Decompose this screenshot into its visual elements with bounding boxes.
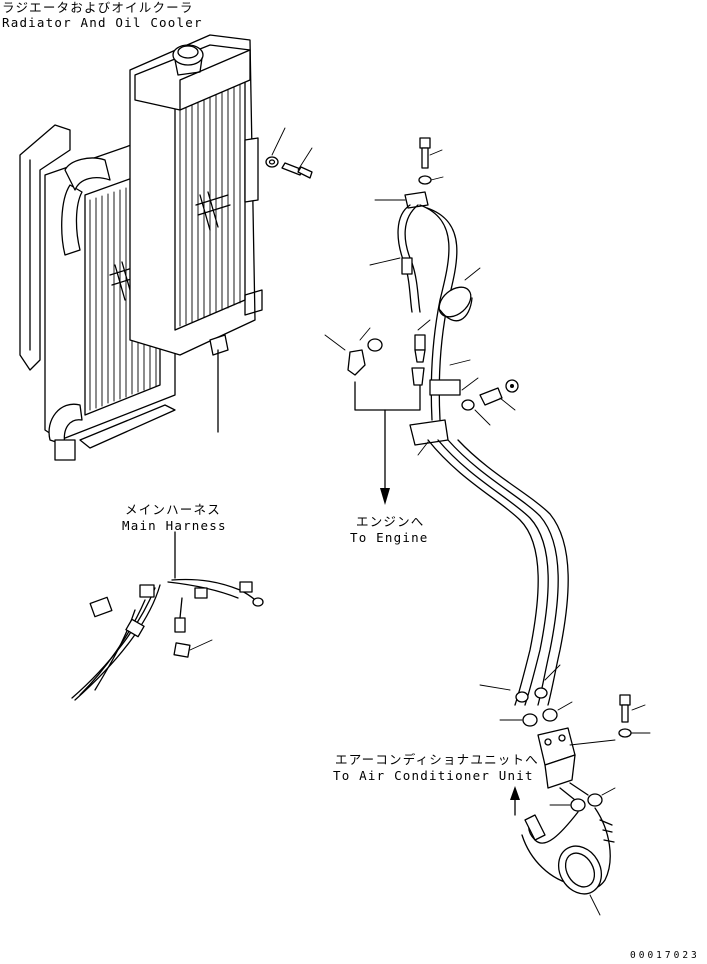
engine-label-en: To Engine — [350, 530, 429, 545]
drawing-code: 00017023 — [630, 950, 700, 961]
engine-label-jp: エンジンへ — [356, 514, 425, 529]
refrigerant-hose-drawing — [324, 137, 651, 916]
harness-label-jp: メインハーネス — [125, 502, 221, 517]
main-harness-drawing — [71, 531, 264, 701]
radiator-assembly — [19, 34, 313, 461]
to-engine-arrow — [354, 381, 421, 505]
radiator-label-en: Radiator And Oil Cooler — [2, 15, 203, 30]
harness-label-en: Main Harness — [122, 518, 227, 533]
radiator-label-jp: ラジエータおよびオイルクーラ — [2, 0, 194, 15]
aircon-label-jp: エアーコンディショナユニットへ — [335, 752, 539, 767]
to-aircon-arrow — [510, 786, 520, 816]
aircon-label-en: To Air Conditioner Unit — [333, 768, 534, 783]
